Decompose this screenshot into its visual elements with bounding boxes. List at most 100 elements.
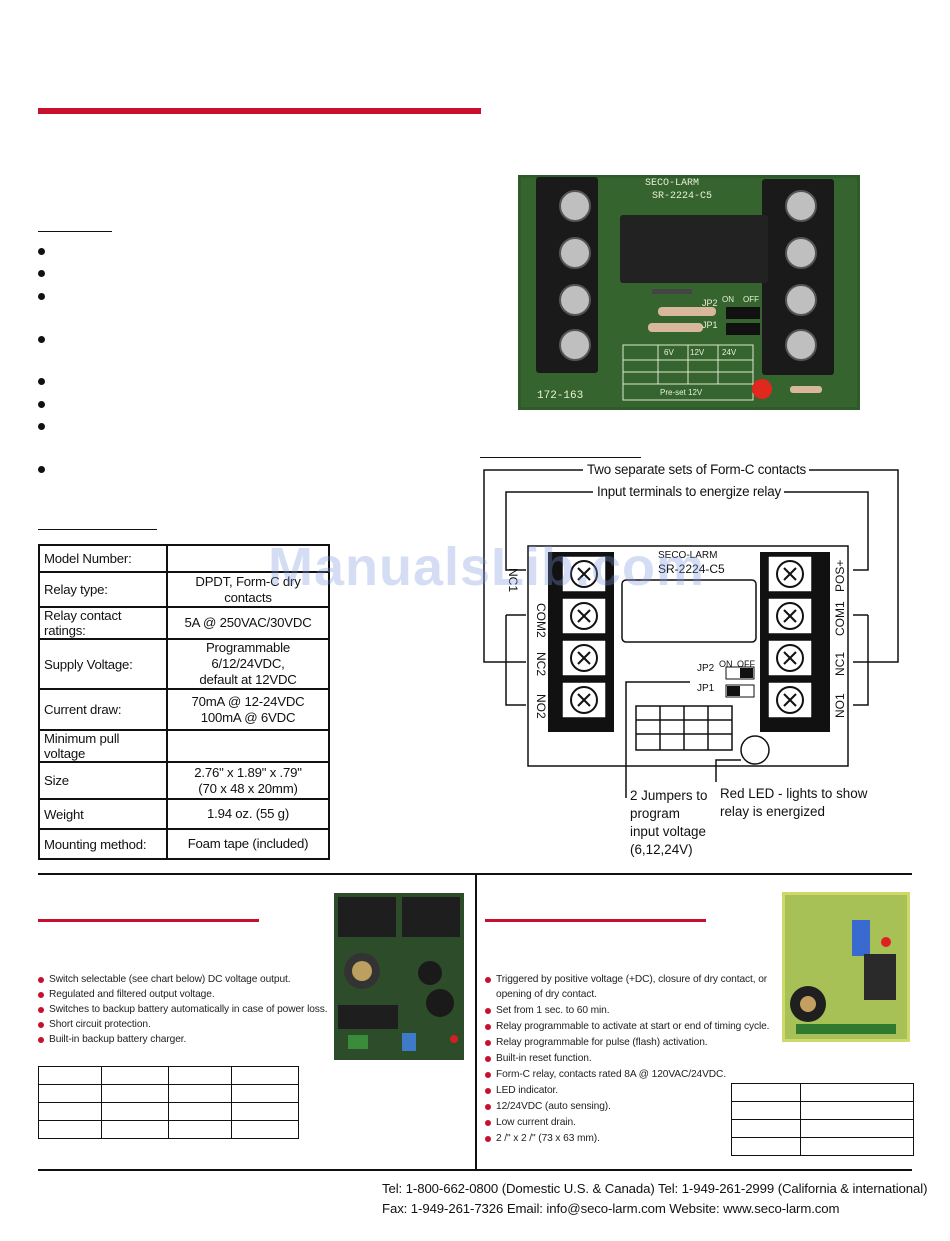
- photo-jumper-24v: 24V: [722, 348, 737, 357]
- diagram-jumpers-note: 2 Jumpers to program input voltage (6,12…: [630, 788, 708, 857]
- diagram-form-c-label: Two separate sets of Form-C contacts: [584, 462, 810, 477]
- spec-value-line: (70 x 48 x 20mm): [198, 780, 298, 796]
- right-bullet: [485, 1088, 491, 1094]
- power-supply-photo: [334, 893, 464, 1060]
- feature-bullet: [38, 423, 45, 430]
- diagram-off-label: OFF: [737, 659, 755, 669]
- spec-value-line: Programmable 6/12/24VDC,: [205, 640, 291, 671]
- diagram-right-terminal: COM1: [833, 601, 847, 636]
- photo-on-label: ON: [722, 295, 734, 304]
- timer-module-photo: [782, 892, 910, 1042]
- left-bullet: [38, 1037, 44, 1043]
- spec-label: Size: [38, 761, 168, 800]
- header-red-rule: [38, 108, 481, 114]
- spec-value: Programmable 6/12/24VDC, default at 12VD…: [166, 638, 330, 690]
- left-bullet: [38, 977, 44, 983]
- right-bullet: [485, 1024, 491, 1030]
- watermark: ManualsLib.com: [268, 537, 706, 597]
- footer-contact-line: Fax: 1-949-261-7326 Email: info@seco-lar…: [382, 1201, 840, 1216]
- photo-model-label: SR-2224-C5: [652, 191, 713, 202]
- table-row: Model Number:: [38, 544, 330, 573]
- right-spec-chart: [731, 1083, 914, 1156]
- right-bullet: [485, 1104, 491, 1110]
- table-row: Supply Voltage: Programmable 6/12/24VDC,…: [38, 638, 330, 690]
- left-bullet: [38, 1007, 44, 1013]
- diagram-right-terminal: NO1: [833, 693, 847, 718]
- diagram-model-label: SR-2224-C5: [658, 562, 725, 576]
- section-divider-vertical: [475, 873, 477, 1170]
- spec-value: 2.76" x 1.89" x .79" (70 x 48 x 20mm): [166, 761, 330, 800]
- spec-label: Model Number:: [38, 544, 168, 573]
- feature-bullet: [38, 248, 45, 255]
- table-row: Mounting method: Foam tape (included): [38, 828, 330, 860]
- right-bullet-text: Relay programmable for pulse (flash) act…: [496, 1037, 708, 1048]
- diagram-right-terminal: NC1: [833, 651, 847, 676]
- right-bullet: [485, 1136, 491, 1142]
- diagram-left-terminal: COM2: [534, 603, 548, 638]
- photo-jp2-label: JP2: [702, 298, 718, 308]
- feature-bullet: [38, 401, 45, 408]
- right-bullet: [485, 977, 491, 983]
- right-bullet-text: Low current drain.: [496, 1117, 576, 1128]
- spec-label: Weight: [38, 798, 168, 830]
- left-bullet-text: Built-in backup battery charger.: [49, 1034, 187, 1045]
- left-bullet-text: Switches to backup battery automatically…: [49, 1004, 328, 1015]
- right-bullet: [485, 1072, 491, 1078]
- feature-bullet: [38, 336, 45, 343]
- left-bullet: [38, 992, 44, 998]
- specifications-heading-rule: [38, 529, 157, 530]
- photo-jp1-label: JP1: [702, 320, 718, 330]
- right-bullet: [485, 1056, 491, 1062]
- wiring-diagram: [483, 469, 899, 798]
- footer-phone-line: Tel: 1-800-662-0800 (Domestic U.S. & Can…: [382, 1181, 928, 1196]
- right-bullet-text: Set from 1 sec. to 60 min.: [496, 1005, 610, 1016]
- right-bullet-text: Form-C relay, contacts rated 8A @ 120VAC…: [496, 1069, 727, 1080]
- spec-value: Foam tape (included): [166, 828, 330, 860]
- spec-value: 5A @ 250VAC/30VDC: [166, 606, 330, 640]
- spec-value: DPDT, Form-C dry contacts: [166, 571, 330, 608]
- spec-label: Relay contact ratings:: [38, 606, 168, 640]
- right-bullet-text: Built-in reset function.: [496, 1053, 592, 1064]
- diagram-heading-rule: [480, 457, 641, 458]
- diagram-left-terminal: NO2: [534, 694, 548, 719]
- left-bullet-text: Short circuit protection.: [49, 1019, 151, 1030]
- spec-label: Mounting method:: [38, 828, 168, 860]
- spec-label: Relay type:: [38, 571, 168, 608]
- feature-bullet: [38, 270, 45, 277]
- photo-jumper-12v: 12V: [690, 348, 705, 357]
- table-row: Size 2.76" x 1.89" x .79" (70 x 48 x 20m…: [38, 761, 330, 800]
- product-photo: [518, 175, 860, 410]
- diagram-jp1-label: JP1: [697, 683, 715, 694]
- left-product-red-rule: [38, 919, 259, 922]
- right-bullet: [485, 1008, 491, 1014]
- diagram-right-terminal: POS+: [833, 559, 847, 592]
- feature-bullet: [38, 378, 45, 385]
- photo-jumper-table-footer: Pre-set 12V: [660, 388, 703, 397]
- photo-part-code: 172-163: [537, 390, 584, 402]
- right-bullet-text: Relay programmable to activate at start …: [496, 1021, 770, 1032]
- right-bullet-text: 2 /" x 2 /" (73 x 63 mm).: [496, 1133, 600, 1144]
- right-bullet: [485, 1040, 491, 1046]
- feature-bullet: [38, 293, 45, 300]
- photo-brand-label: SECO-LARM: [645, 178, 700, 189]
- left-bullet-text: Regulated and filtered output voltage.: [49, 989, 215, 1000]
- spec-value-line: default at 12VDC: [199, 672, 297, 687]
- spec-value-line: 70mA @ 12-24VDC: [191, 693, 305, 709]
- spec-label: Minimum pull voltage: [38, 729, 168, 763]
- right-bullet-text: LED indicator.: [496, 1085, 559, 1096]
- table-row: Current draw: 70mA @ 12-24VDC 100mA @ 6V…: [38, 688, 330, 731]
- spec-value: [166, 729, 330, 763]
- spec-label: Current draw:: [38, 688, 168, 731]
- diagram-led-note: Red LED - lights to show relay is energi…: [720, 786, 868, 819]
- diagram-input-label: Input terminals to energize relay: [594, 484, 784, 499]
- spec-value-line: 100mA @ 6VDC: [200, 709, 296, 725]
- diagram-brand-label: SECO-LARM: [658, 550, 718, 561]
- spec-value: 70mA @ 12-24VDC 100mA @ 6VDC: [166, 688, 330, 731]
- diagram-on-label: ON: [719, 659, 733, 669]
- right-bullet-text: opening of dry contact.: [496, 989, 597, 1000]
- photo-off-label: OFF: [743, 295, 759, 304]
- table-row: Relay type: DPDT, Form-C dry contacts: [38, 571, 330, 608]
- spec-value-line: 2.76" x 1.89" x .79": [194, 764, 302, 780]
- feature-bullet: [38, 466, 45, 473]
- diagram-jp2-label: JP2: [697, 663, 715, 674]
